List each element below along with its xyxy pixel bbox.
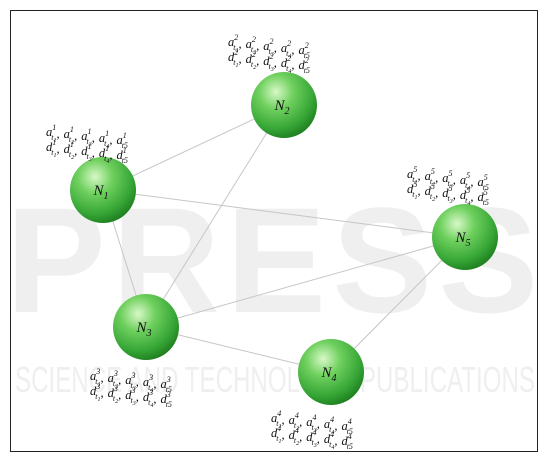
node-sphere (298, 339, 364, 405)
node-n4: N4 (298, 339, 364, 405)
node-sphere (70, 157, 136, 223)
edge-n1-n5 (102, 189, 466, 238)
node-n2: N2 (251, 72, 317, 138)
node-n5: N5 (432, 204, 498, 270)
node-n3: N3 (113, 294, 179, 360)
node-sphere (432, 204, 498, 270)
node-label: N1 (92, 183, 108, 202)
node-label: N4 (320, 365, 336, 384)
node-sphere (113, 294, 179, 360)
edge-n1-n2 (102, 104, 285, 191)
node-n1: N1 (70, 157, 136, 223)
edge-n2-n3 (145, 104, 285, 328)
edge-n3-n5 (145, 236, 466, 328)
node-label: N3 (135, 320, 151, 339)
node-label: N5 (454, 230, 470, 249)
node-label: N2 (273, 98, 289, 117)
node-sphere (251, 72, 317, 138)
